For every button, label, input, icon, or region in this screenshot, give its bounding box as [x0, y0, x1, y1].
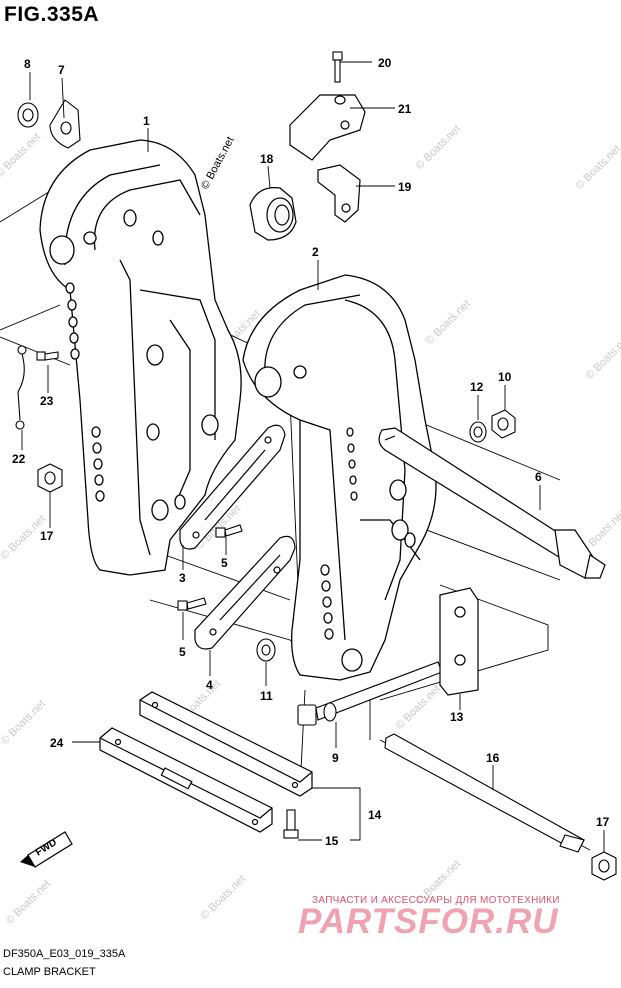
part-1-clamp-bracket-port	[39, 139, 242, 576]
part-13-plate	[439, 587, 479, 696]
callout-16: 16	[486, 751, 500, 765]
watermark-text: © Boats.net	[199, 873, 248, 922]
callout-24: 24	[50, 736, 64, 750]
watermark-text: © Boats.net	[199, 135, 237, 192]
callout-18: 18	[260, 152, 274, 166]
callout-17: 17	[596, 815, 610, 829]
watermark-text: © Boats.net	[394, 683, 443, 732]
callout-22: 22	[12, 452, 26, 466]
part-9-bolt	[297, 661, 443, 726]
brand-tagline: ЗАПЧАСТИ И АКСЕССУАРЫ ДЛЯ МОТОТЕХНИКИ	[312, 895, 560, 906]
callout-labels: 8 7 1 18 2 20 21 19 23 22 17 3 5 5 4 11 …	[12, 56, 610, 848]
callout-17: 17	[40, 529, 54, 543]
watermark-text: © Boats.net	[0, 698, 48, 747]
part-23-bolt	[36, 351, 59, 361]
part-20-bolt	[332, 51, 343, 83]
part-18-grommet	[249, 187, 297, 241]
figure-title: FIG.335A	[4, 3, 100, 26]
part-12-washer	[469, 421, 487, 443]
part-4-plate	[194, 535, 296, 650]
part-16-shaft	[384, 733, 585, 853]
callout-8: 8	[24, 57, 31, 71]
part-3-plate	[179, 424, 286, 550]
callout-3: 3	[179, 571, 186, 585]
callout-15: 15	[325, 834, 339, 848]
callout-5: 5	[179, 645, 186, 659]
callout-19: 19	[398, 180, 412, 194]
part-10-nut	[491, 409, 516, 439]
part-17-nut	[37, 463, 617, 881]
callout-20: 20	[378, 56, 392, 70]
callout-2: 2	[312, 245, 319, 259]
watermark-text: © Boats.net	[584, 333, 621, 382]
callout-1: 1	[143, 114, 150, 128]
fwd-direction-badge: FWD	[20, 831, 73, 868]
part-2-clamp-bracket-starboard	[242, 274, 437, 681]
callout-6: 6	[535, 470, 542, 484]
watermark-text: © Boats.net	[414, 123, 463, 172]
brand-logo: PARTSFOR.RU	[298, 902, 559, 941]
part-21-cover	[289, 94, 366, 161]
watermark-text: © Boats.net	[4, 878, 53, 927]
callout-5: 5	[221, 556, 228, 570]
figure-name: CLAMP BRACKET	[3, 966, 96, 978]
part-7-bushing	[49, 99, 81, 149]
leader-lines	[21, 61, 605, 852]
watermark-text: © Boats.net	[0, 131, 43, 180]
part-24-pad	[99, 727, 273, 833]
watermark-text: © Boats.net	[574, 143, 621, 192]
part-15-screw	[283, 809, 299, 839]
figure-code: DF350A_E03_019_335A	[3, 948, 126, 960]
part-6-tilt-tube	[378, 427, 606, 579]
callout-21: 21	[398, 102, 412, 116]
part-5-bolt	[177, 524, 243, 611]
callout-11: 11	[260, 689, 273, 703]
watermark-text: © Boats.net	[424, 298, 473, 347]
callout-12: 12	[470, 380, 484, 394]
callout-4: 4	[206, 678, 213, 692]
callout-7: 7	[58, 63, 65, 77]
part-22-ground-lead	[15, 345, 27, 430]
part-19-stay	[317, 164, 361, 223]
callout-9: 9	[332, 751, 339, 765]
part-8-collar	[17, 102, 39, 128]
callout-10: 10	[498, 370, 512, 384]
callout-13: 13	[450, 710, 464, 724]
callout-14: 14	[368, 808, 382, 822]
part-11-washer	[256, 638, 276, 662]
callout-23: 23	[40, 394, 54, 408]
